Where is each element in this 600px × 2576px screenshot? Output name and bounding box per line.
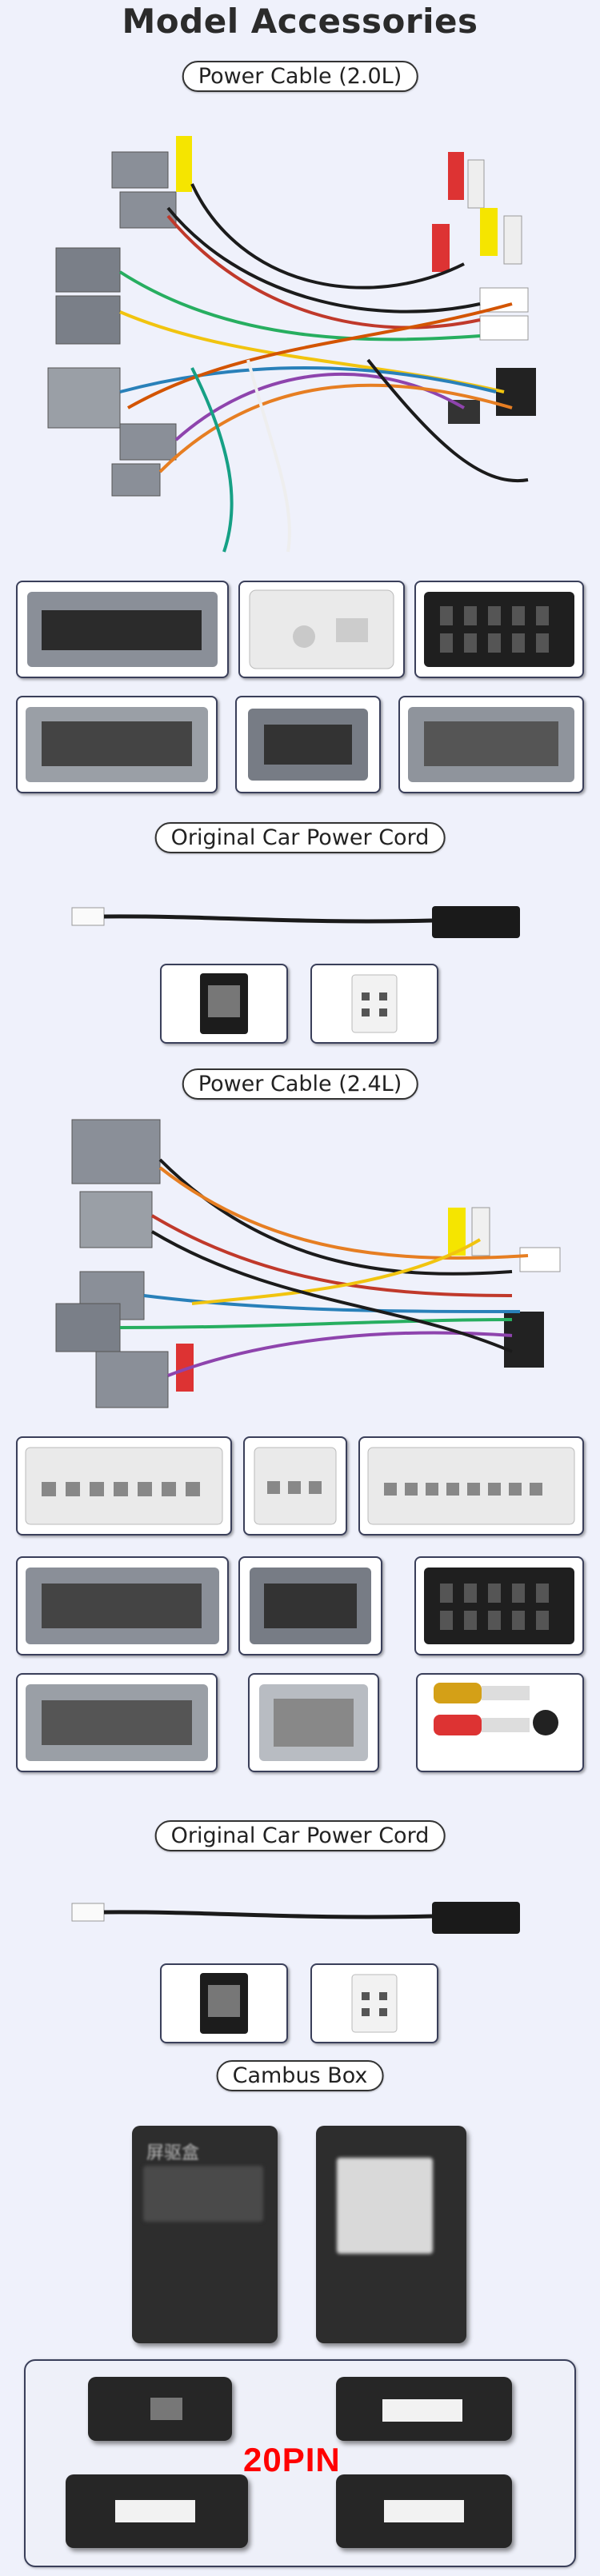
connector-thumb-14: [248, 1673, 379, 1772]
connector-thumb-10: [16, 1556, 229, 1655]
pin-module-4: [336, 2474, 512, 2548]
connector-thumb-7: [16, 1436, 232, 1536]
page-title: Model Accessories: [122, 2, 478, 41]
pin-module-3: [66, 2474, 248, 2548]
section-label-power-cable-2-0l: Power Cable (2.0L): [182, 61, 418, 92]
wiring-harness-2-0l-image: [47, 136, 536, 553]
cambus-box-label-text: 屏驱盒: [146, 2143, 200, 2163]
rca-plugs-thumb: [416, 1673, 584, 1772]
connector-thumb-13: [16, 1673, 218, 1772]
connector-thumb-4: [16, 696, 218, 793]
section-label-power-cable-2-4l: Power Cable (2.4L): [182, 1068, 418, 1100]
section-label-cambus-box: Cambus Box: [216, 2060, 384, 2091]
original-power-cord-2-image: [71, 1902, 520, 1934]
connector-thumb-12: [414, 1556, 584, 1655]
cambus-box-sticker-blur: [337, 2158, 433, 2254]
connector-thumb-8: [243, 1436, 347, 1536]
cord-connector-thumb-4: [310, 1963, 438, 2043]
pin-module-1: [88, 2377, 232, 2441]
connector-thumb-5: [235, 696, 381, 793]
cambus-box-back: [316, 2126, 466, 2343]
cord-connector-thumb-1: [160, 964, 288, 1044]
pin-count-label: 20PIN: [243, 2441, 341, 2478]
connector-thumb-1: [16, 581, 229, 678]
connector-thumb-2: [238, 581, 405, 678]
cambus-box-front: 屏驱盒: [132, 2126, 278, 2343]
cord-connector-thumb-3: [160, 1963, 288, 2043]
connector-thumb-11: [238, 1556, 382, 1655]
connector-thumb-6: [398, 696, 584, 793]
connector-thumb-3: [414, 581, 584, 678]
section-label-original-car-power-cord-1: Original Car Power Cord: [154, 822, 446, 853]
cord-connector-thumb-2: [310, 964, 438, 1044]
connector-thumb-9: [358, 1436, 584, 1536]
section-label-original-car-power-cord-2: Original Car Power Cord: [154, 1820, 446, 1851]
cambus-box-info-blur: [143, 2166, 263, 2222]
pin-module-2: [336, 2377, 512, 2441]
wiring-harness-2-4l-image: [55, 1119, 561, 1408]
original-power-cord-1-image: [71, 906, 520, 938]
pin-connectors-panel: 20PIN: [24, 2359, 576, 2567]
